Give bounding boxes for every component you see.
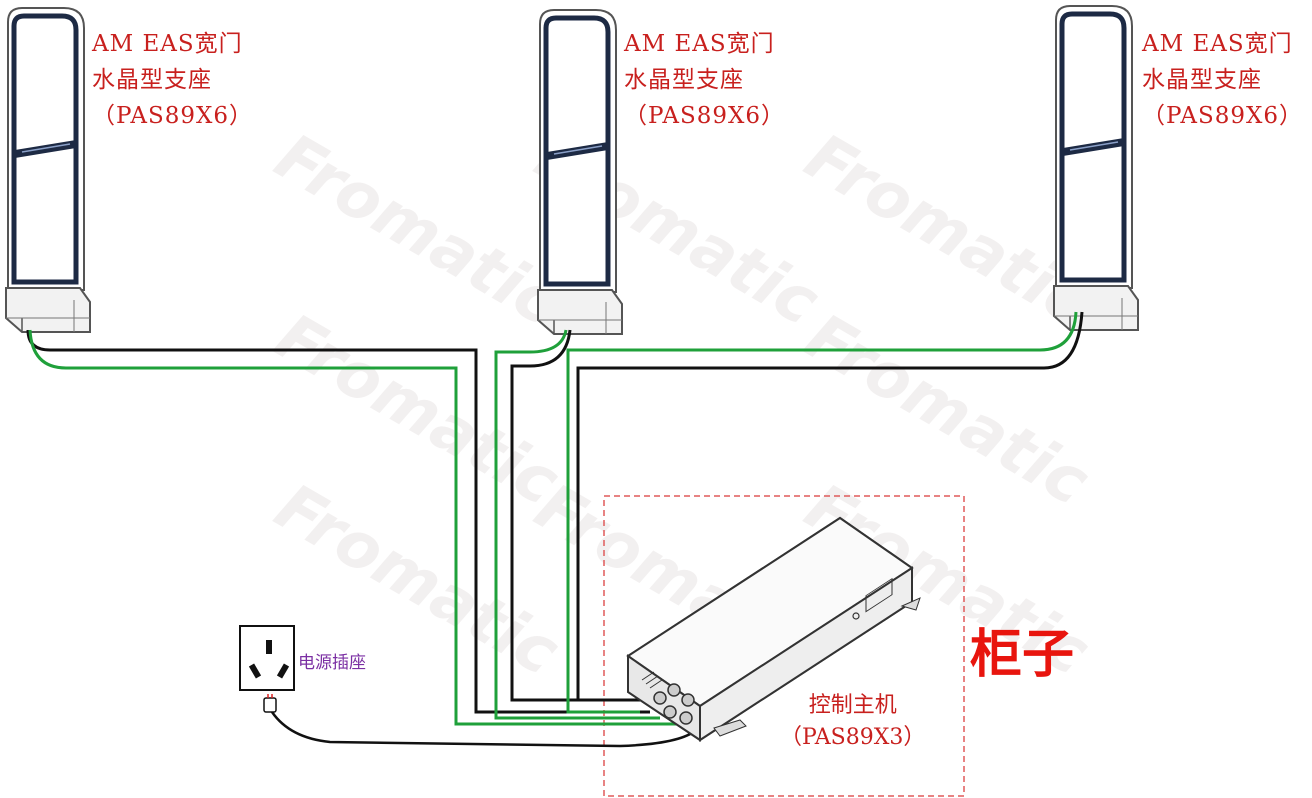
gate-label-3-line2: 水晶型支座 (1142, 67, 1262, 93)
control-host-label-line1: 控制主机 (808, 693, 897, 718)
control-host-label-line2: （PAS89X3） (780, 725, 926, 750)
gate-label-1-line1: AM EAS宽门 (92, 31, 243, 57)
eas-gate-1 (6, 8, 90, 332)
gate-label-3-line1: AM EAS宽门 (1142, 31, 1293, 57)
eas-gate-2 (538, 10, 622, 334)
gate-label-2-line3: （PAS89X6） (624, 103, 786, 129)
control-host (626, 516, 921, 742)
cabinet-outline (603, 495, 965, 797)
gate-label-1: AM EAS宽门 水晶型支座 （PAS89X6） (92, 26, 253, 134)
gate-label-3-line3: （PAS89X6） (1142, 103, 1304, 129)
gate-label-3: AM EAS宽门 水晶型支座 （PAS89X6） (1142, 26, 1303, 134)
gate-label-2-line1: AM EAS宽门 (624, 31, 775, 57)
cable-gate-3 (566, 311, 1084, 714)
cable-gate-1 (26, 329, 690, 726)
control-host-label: 控制主机 （PAS89X3） (780, 690, 925, 754)
cable-gate-2 (494, 329, 660, 720)
gate-label-2: AM EAS宽门 水晶型支座 （PAS89X6） (624, 26, 785, 134)
cabinet-label: 柜子 (970, 624, 1075, 685)
gate-label-1-line3: （PAS89X6） (92, 103, 254, 129)
power-socket (239, 625, 295, 713)
eas-gate-3 (1054, 6, 1138, 330)
power-cable (270, 711, 697, 748)
gate-label-1-line2: 水晶型支座 (92, 67, 212, 93)
gate-label-2-line2: 水晶型支座 (624, 67, 744, 93)
power-socket-label: 电源插座 (298, 653, 366, 673)
